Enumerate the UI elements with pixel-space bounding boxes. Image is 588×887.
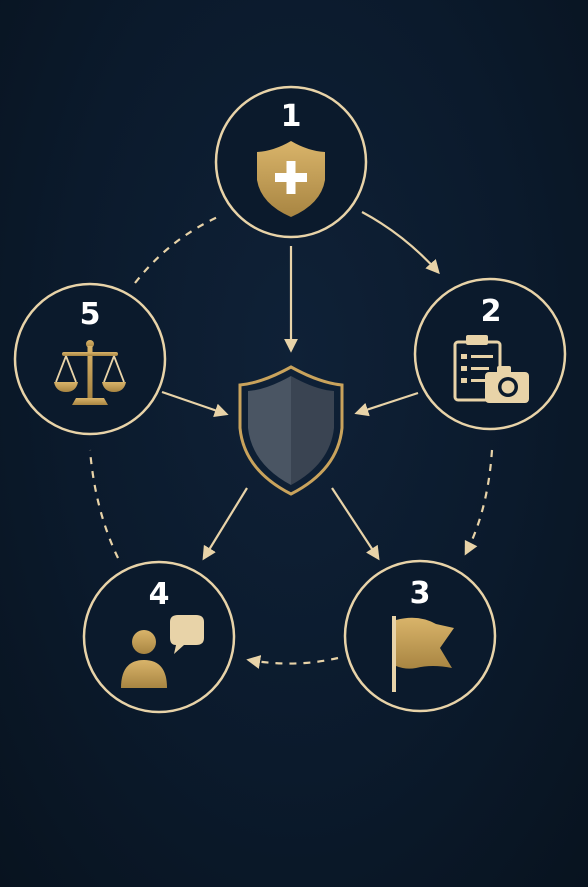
connector-4-to-5	[88, 449, 119, 559]
step-2-number: 2	[481, 294, 502, 329]
step-5-number: 5	[80, 297, 101, 332]
arrow-1-to-2	[361, 211, 440, 275]
arrow-5-to-center	[161, 390, 229, 417]
clipboard-camera-icon	[453, 335, 529, 403]
arrow-2-to-3	[464, 449, 494, 556]
step-4-number: 4	[149, 577, 170, 612]
flag-icon	[392, 616, 454, 692]
connectors	[88, 211, 494, 669]
arrow-center-to-3	[331, 487, 380, 561]
scales-of-justice-icon	[54, 340, 126, 405]
step-3-number: 3	[410, 576, 431, 611]
step-3: 3	[343, 559, 497, 713]
step-4-circle	[82, 560, 236, 714]
step-1: 1	[214, 85, 368, 239]
connector-5-to-1	[134, 213, 223, 284]
step-2: 2	[413, 277, 567, 431]
arrow-3-to-4	[246, 655, 339, 669]
person-speech-bubble-icon	[121, 615, 204, 688]
step-4: 4	[82, 560, 236, 714]
step-1-number: 1	[281, 99, 302, 134]
center-shield-icon	[238, 365, 344, 496]
step-5: 5	[13, 282, 167, 436]
arrow-2-to-center	[354, 391, 419, 417]
arrow-center-to-4	[202, 487, 248, 561]
medical-shield-icon	[257, 141, 325, 217]
